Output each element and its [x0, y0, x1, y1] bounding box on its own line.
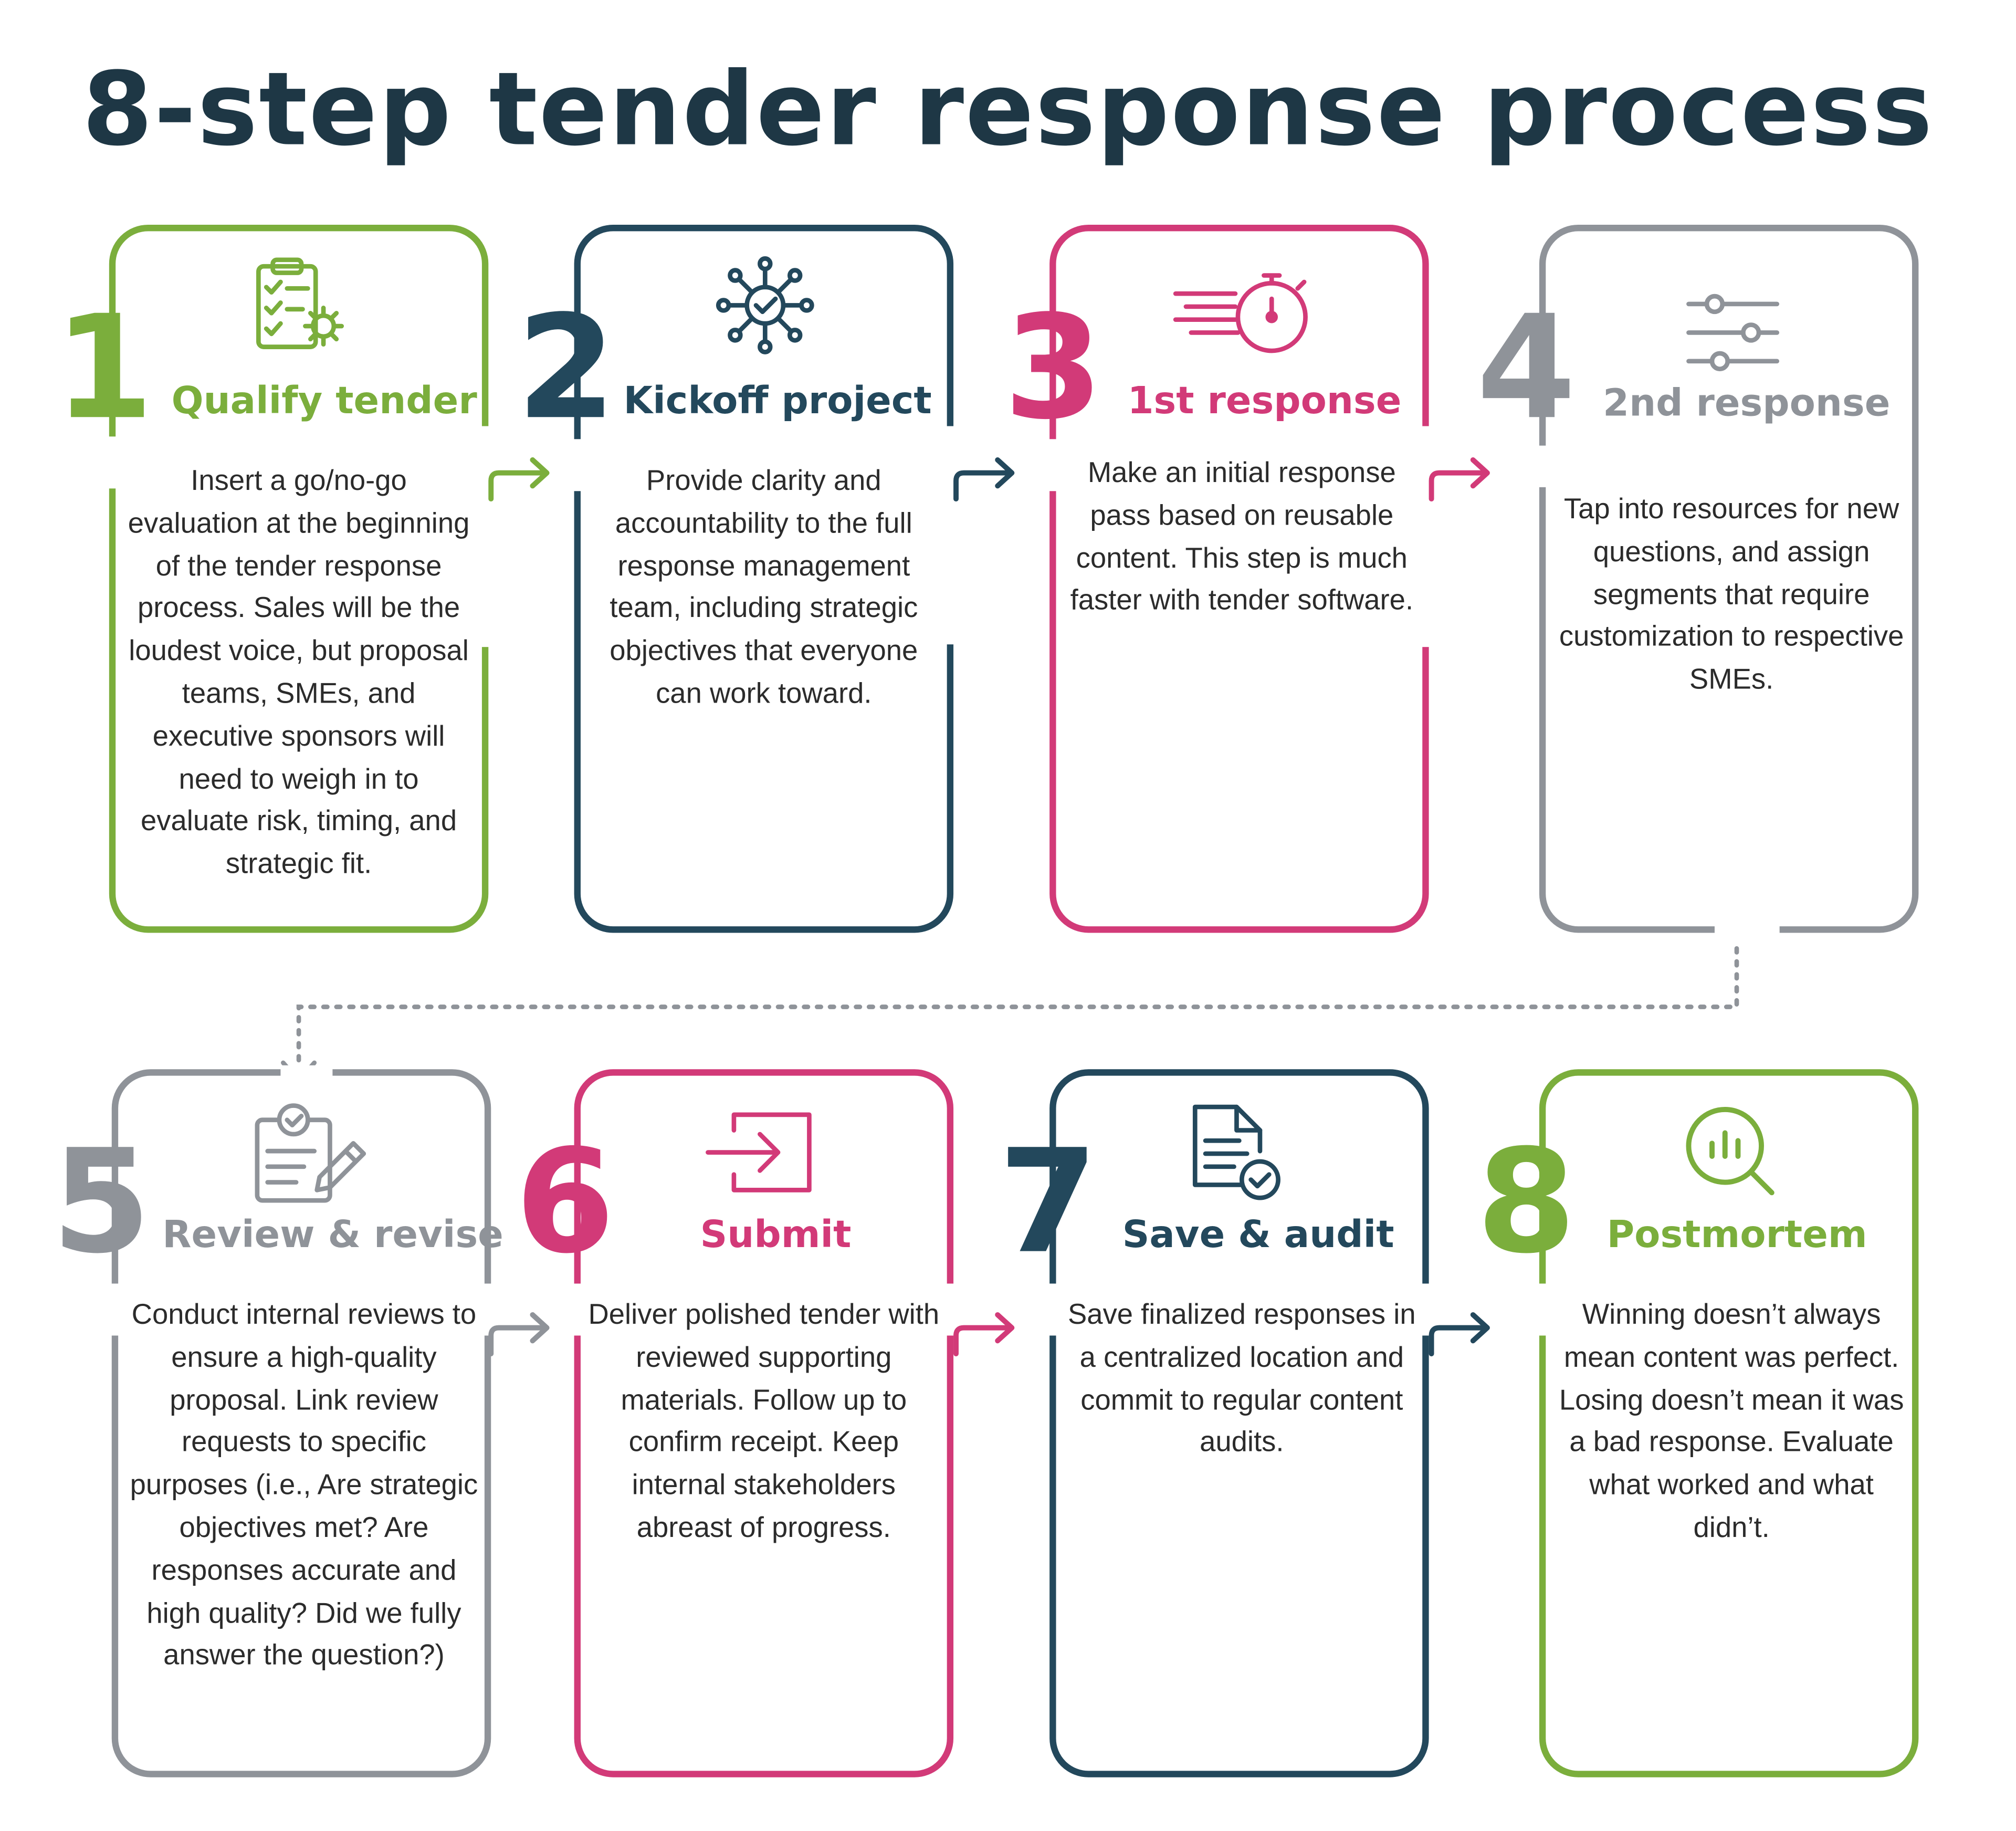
page-title: 8-step tender response process [82, 51, 1934, 169]
step-description-4: Tap into resources for new questions, an… [1559, 492, 1904, 696]
step-number-8: 8 [1476, 1118, 1576, 1285]
step-number-6: 6 [515, 1118, 615, 1285]
step-card-7 [1045, 1069, 1435, 1777]
document-check-icon [1192, 1104, 1280, 1200]
step-description-3: Make an initial response pass based on r… [1070, 456, 1414, 616]
magnifier-chart-icon [1686, 1107, 1774, 1196]
step-description-1: Insert a go/no-go evaluation at the begi… [128, 464, 470, 880]
step-card-8 [1535, 1069, 1919, 1777]
step-title-1: Qualify tender [171, 378, 477, 423]
network-hub-check-icon [716, 256, 814, 354]
flow-arrow-6-7 [953, 1312, 1015, 1357]
step-title-6: Submit [700, 1212, 852, 1257]
flow-arrow-5-6 [488, 1312, 550, 1357]
sign-in-arrow-icon [706, 1112, 812, 1192]
clipboard-checklist-gear-icon [256, 257, 344, 349]
flow-arrow-3-4 [1429, 457, 1490, 502]
step-description-5: Conduct internal reviews to ensure a hig… [130, 1298, 478, 1671]
step-card-5 [108, 1065, 498, 1777]
step-number-5: 5 [51, 1118, 151, 1285]
step-number-1: 1 [54, 284, 154, 451]
step-card-6 [570, 1069, 960, 1777]
step-card-1 [105, 225, 495, 933]
step-number-4: 4 [1476, 284, 1576, 451]
step-title-8: Postmortem [1606, 1212, 1867, 1257]
step-description-2: Provide clarity and accountability to th… [610, 464, 918, 709]
flow-arrow-1-2 [488, 457, 550, 502]
step-card-4 [1535, 225, 1919, 946]
sliders-icon [1686, 294, 1780, 372]
step-title-7: Save & audit [1122, 1212, 1394, 1257]
step-card-3 [1045, 225, 1435, 933]
step-title-3: 1st response [1127, 378, 1402, 423]
step-title-2: Kickoff project [623, 378, 932, 423]
flow-arrow-2-3 [953, 457, 1015, 502]
flow-arrow-7-8 [1429, 1312, 1490, 1357]
step-title-4: 2nd response [1603, 380, 1891, 425]
step-description-8: Winning doesn’t always mean content was … [1559, 1298, 1904, 1544]
step-title-5: Review & revise [162, 1212, 503, 1257]
step-description-7: Save finalized responses in a centralize… [1067, 1298, 1416, 1459]
step-number-2: 2 [517, 284, 616, 451]
step-number-3: 3 [1003, 284, 1104, 451]
step-description-6: Deliver polished tender with reviewed su… [588, 1298, 940, 1544]
step-number-7: 7 [998, 1118, 1098, 1285]
clipboard-pencil-icon [255, 1103, 366, 1203]
speed-stopwatch-icon [1173, 273, 1308, 353]
